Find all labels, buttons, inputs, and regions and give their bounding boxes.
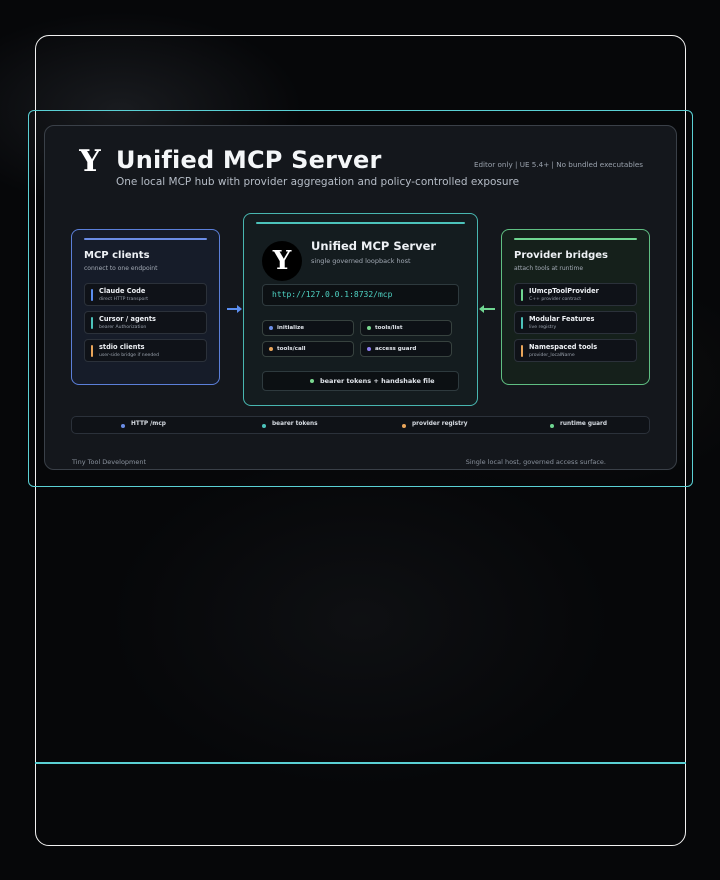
panel-subtitle: connect to one endpoint bbox=[84, 265, 158, 272]
selection-frame bbox=[28, 110, 693, 487]
arrow-left-icon bbox=[479, 305, 495, 313]
feature-dot bbox=[121, 424, 125, 428]
item-stripe bbox=[521, 317, 523, 329]
chip-tools-call: tools/call bbox=[262, 341, 354, 357]
item-description: provider_localName bbox=[529, 353, 575, 358]
item-description: user-side bridge if needed bbox=[99, 353, 160, 358]
item-name: Cursor / agents bbox=[99, 315, 156, 323]
chip-label: tools/list bbox=[375, 325, 403, 331]
chip-initialize: initialize bbox=[262, 320, 354, 336]
panel-subtitle: attach tools at runtime bbox=[514, 265, 584, 272]
client-item-claude-code: Claude Code direct HTTP transport bbox=[84, 283, 207, 306]
server-subtitle: single governed loopback host bbox=[311, 257, 411, 265]
page-title: Unified MCP Server bbox=[116, 146, 382, 174]
chip-tools-list: tools/list bbox=[360, 320, 452, 336]
chip-label: access guard bbox=[375, 346, 417, 352]
item-description: direct HTTP transport bbox=[99, 297, 149, 302]
feature-dot bbox=[402, 424, 406, 428]
provider-item-tool-provider: IUmcpToolProvider C++ provider contract bbox=[514, 283, 637, 306]
chip-dot bbox=[269, 326, 273, 330]
chip-dot bbox=[367, 326, 371, 330]
item-name: Claude Code bbox=[99, 287, 146, 295]
mcp-clients-panel: MCP clients connect to one endpoint Clau… bbox=[71, 229, 220, 385]
outer-frame bbox=[35, 35, 686, 846]
provider-item-namespaced-tools: Namespaced tools provider_localName bbox=[514, 339, 637, 362]
chip-access-guard: access guard bbox=[360, 341, 452, 357]
chip-label: initialize bbox=[277, 325, 305, 331]
item-stripe bbox=[91, 289, 93, 301]
token-dot bbox=[310, 379, 314, 383]
panel-title: Provider bridges bbox=[514, 250, 608, 261]
item-name: stdio clients bbox=[99, 343, 145, 351]
panel-accent-bar bbox=[514, 238, 637, 240]
item-description: bearer Authorization bbox=[99, 325, 147, 330]
teal-divider bbox=[35, 762, 686, 764]
logo-icon: Y bbox=[79, 144, 101, 179]
item-name: Namespaced tools bbox=[529, 343, 598, 351]
panel-accent-bar bbox=[84, 238, 207, 240]
server-panel: Y Unified MCP Server single governed loo… bbox=[243, 213, 478, 406]
item-name: Modular Features bbox=[529, 315, 595, 323]
arrow-right-icon bbox=[227, 305, 242, 313]
provider-item-modular-features: Modular Features live registry bbox=[514, 311, 637, 334]
item-stripe bbox=[91, 317, 93, 329]
server-title: Unified MCP Server bbox=[311, 239, 437, 253]
feature-label: HTTP /mcp bbox=[131, 421, 166, 427]
client-item-stdio: stdio clients user-side bridge if needed bbox=[84, 339, 207, 362]
chip-dot bbox=[367, 347, 371, 351]
feature-label: bearer tokens bbox=[272, 421, 318, 427]
token-label: bearer tokens + handshake file bbox=[320, 377, 435, 385]
chip-dot bbox=[269, 347, 273, 351]
feature-label: runtime guard bbox=[560, 421, 608, 427]
panel-title: MCP clients bbox=[84, 250, 150, 261]
feature-dot bbox=[550, 424, 554, 428]
provider-bridges-panel: Provider bridges attach tools at runtime… bbox=[501, 229, 650, 385]
item-stripe bbox=[521, 289, 523, 301]
endpoint-url: http://127.0.0.1:8732/mcp bbox=[262, 284, 459, 306]
feature-dot bbox=[262, 424, 266, 428]
meta-info: Editor only | UE 5.4+ | No bundled execu… bbox=[473, 160, 643, 169]
panel-accent-bar bbox=[256, 222, 465, 224]
feature-label: provider registry bbox=[412, 421, 468, 427]
item-description: C++ provider contract bbox=[529, 297, 582, 302]
item-description: live registry bbox=[529, 325, 557, 330]
footer-tagline: Single local host, governed access surfa… bbox=[465, 458, 606, 466]
chip-label: tools/call bbox=[277, 346, 306, 352]
feature-strip: HTTP /mcp bearer tokens provider registr… bbox=[71, 416, 650, 434]
server-logo-icon: Y bbox=[262, 241, 302, 281]
client-item-cursor: Cursor / agents bearer Authorization bbox=[84, 311, 207, 334]
item-stripe bbox=[91, 345, 93, 357]
page-subtitle: One local MCP hub with provider aggregat… bbox=[116, 176, 520, 188]
item-stripe bbox=[521, 345, 523, 357]
banner-card: Y Unified MCP Server One local MCP hub w… bbox=[44, 125, 677, 470]
item-name: IUmcpToolProvider bbox=[529, 287, 599, 295]
footer-brand: Tiny Tool Development bbox=[72, 458, 147, 466]
token-box: bearer tokens + handshake file bbox=[262, 371, 459, 391]
